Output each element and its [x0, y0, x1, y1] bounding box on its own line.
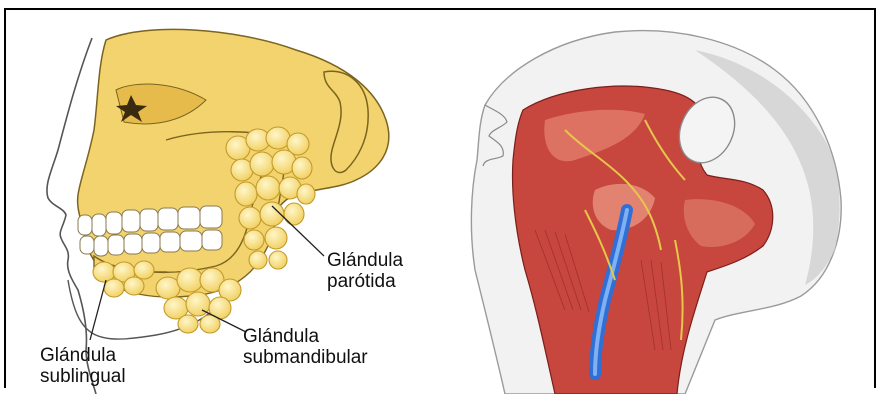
submandibular-label-line-2: submandibular — [243, 347, 368, 368]
skull-gland-illustration: Glándula parótida Glándula submandibular… — [6, 10, 440, 394]
neck-dissection-illustration — [445, 10, 873, 394]
skull-gland-svg — [6, 10, 440, 394]
sublingual-label-line-2: sublingual — [40, 366, 126, 387]
neck-dissection-svg — [445, 10, 873, 394]
sublingual-label-line-1: Glándula — [40, 345, 126, 366]
sublingual-label: Glándula sublingual — [40, 345, 126, 387]
submandibular-label-line-1: Glándula — [243, 326, 368, 347]
parotid-label: Glándula parótida — [327, 250, 403, 292]
submandibular-label: Glándula submandibular — [243, 326, 368, 368]
parotid-label-line-2: parótida — [327, 271, 403, 292]
parotid-label-line-1: Glándula — [327, 250, 403, 271]
sublingual-leader-line — [90, 280, 106, 340]
